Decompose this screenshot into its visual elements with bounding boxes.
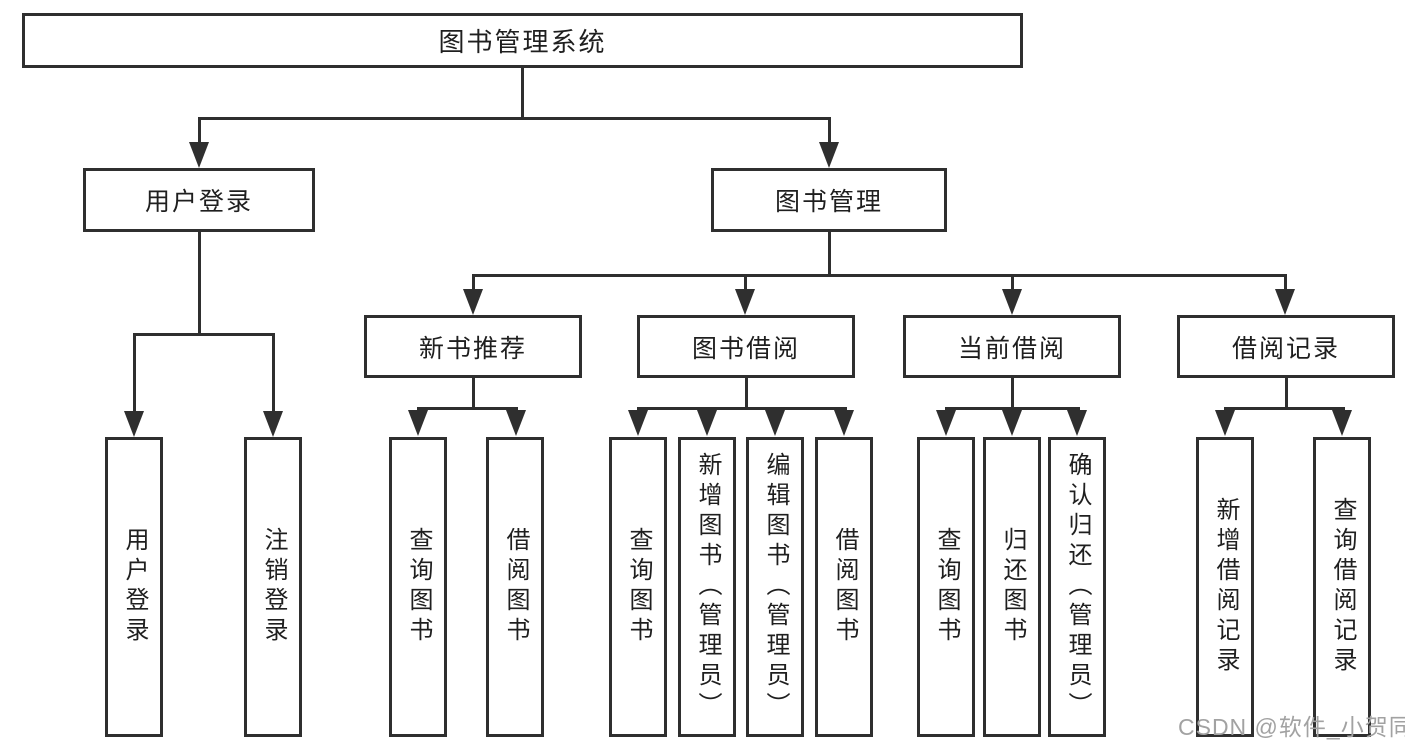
node-borrow-records: 借阅记录 xyxy=(1177,315,1395,378)
connector-arrowhead xyxy=(263,411,283,437)
node-label: 用户登录 xyxy=(144,188,253,216)
node-label: 借阅记录 xyxy=(1231,334,1340,363)
connector-arrowhead xyxy=(735,289,755,315)
leaf-borrow-books-recommend: 借阅图书 xyxy=(486,437,544,737)
connector-line xyxy=(521,66,524,117)
leaf-edit-books-admin: 编辑图书（管理员） xyxy=(746,437,804,737)
leaf-label: 查询图书 xyxy=(625,527,652,647)
leaf-query-books-current: 查询图书 xyxy=(917,437,975,737)
leaf-label: 用户登录 xyxy=(121,527,148,647)
leaf-label: 查询图书 xyxy=(933,527,960,647)
leaf-label: 新增图书（管理员） xyxy=(694,452,721,722)
connector-line xyxy=(133,333,275,336)
connector-arrowhead xyxy=(1002,289,1022,315)
leaf-query-books-recommend: 查询图书 xyxy=(389,437,447,737)
connector-line xyxy=(198,117,831,120)
leaf-query-borrow-record: 查询借阅记录 xyxy=(1313,437,1371,737)
connector-arrowhead xyxy=(506,410,526,436)
connector-line xyxy=(472,375,475,410)
leaf-label: 归还图书 xyxy=(999,527,1026,647)
connector-line xyxy=(828,229,831,276)
leaf-add-borrow-record: 新增借阅记录 xyxy=(1196,437,1254,737)
connector-line xyxy=(198,117,201,143)
leaf-label: 查询借阅记录 xyxy=(1329,497,1356,677)
leaf-label: 借阅图书 xyxy=(831,527,858,647)
connector-line xyxy=(744,276,747,290)
connector-line xyxy=(1011,375,1014,410)
node-label: 图书管理 xyxy=(774,188,883,216)
node-label: 当前借阅 xyxy=(957,334,1066,363)
connector-line xyxy=(472,274,1287,277)
connector-arrowhead xyxy=(1215,410,1235,436)
connector-line xyxy=(133,333,136,412)
leaf-label: 新增借阅记录 xyxy=(1212,497,1239,677)
node-current-borrow: 当前借阅 xyxy=(903,315,1121,378)
connector-arrowhead xyxy=(1067,410,1087,436)
connector-line xyxy=(745,375,748,410)
connector-arrowhead xyxy=(1275,289,1295,315)
node-root-label: 图书管理系统 xyxy=(438,27,607,57)
leaf-label: 注销登录 xyxy=(260,527,287,647)
connector-arrowhead xyxy=(189,142,209,168)
connector-line xyxy=(945,407,1080,410)
node-root: 图书管理系统 xyxy=(22,13,1023,68)
connector-arrowhead xyxy=(1002,410,1022,436)
connector-line xyxy=(828,117,831,143)
leaf-add-books-admin: 新增图书（管理员） xyxy=(678,437,736,737)
node-new-book-recommend: 新书推荐 xyxy=(364,315,582,378)
node-label: 新书推荐 xyxy=(418,334,527,363)
connector-arrowhead xyxy=(628,410,648,436)
connector-line xyxy=(472,276,475,290)
connector-arrowhead xyxy=(1332,410,1352,436)
connector-arrowhead xyxy=(697,410,717,436)
connector-line xyxy=(1224,407,1345,410)
leaf-logout: 注销登录 xyxy=(244,437,302,737)
leaf-query-books-borrow: 查询图书 xyxy=(609,437,667,737)
connector-line xyxy=(1284,276,1287,290)
csdn-watermark: CSDN @软件_小贺同学 xyxy=(1178,714,1405,740)
connector-arrowhead xyxy=(936,410,956,436)
connector-arrowhead xyxy=(834,410,854,436)
leaf-user-login: 用户登录 xyxy=(105,437,163,737)
leaf-label: 查询图书 xyxy=(405,527,432,647)
connector-line xyxy=(417,407,518,410)
connector-arrowhead xyxy=(408,410,428,436)
leaf-borrow-books: 借阅图书 xyxy=(815,437,873,737)
connector-arrowhead xyxy=(463,289,483,315)
node-user-login: 用户登录 xyxy=(83,168,315,232)
connector-arrowhead xyxy=(819,142,839,168)
connector-line xyxy=(272,333,275,412)
connector-arrowhead xyxy=(765,410,785,436)
leaf-return-books: 归还图书 xyxy=(983,437,1041,737)
node-book-management: 图书管理 xyxy=(711,168,947,232)
connector-line xyxy=(1285,375,1288,410)
connector-arrowhead xyxy=(124,411,144,437)
leaf-label: 借阅图书 xyxy=(502,527,529,647)
leaf-label: 确认归还（管理员） xyxy=(1064,452,1091,722)
node-label: 图书借阅 xyxy=(691,334,800,363)
leaf-confirm-return-admin: 确认归还（管理员） xyxy=(1048,437,1106,737)
leaf-label: 编辑图书（管理员） xyxy=(762,452,789,722)
connector-line xyxy=(1011,276,1014,290)
connector-line xyxy=(637,407,847,410)
node-book-borrow: 图书借阅 xyxy=(637,315,855,378)
connector-line xyxy=(198,229,201,336)
